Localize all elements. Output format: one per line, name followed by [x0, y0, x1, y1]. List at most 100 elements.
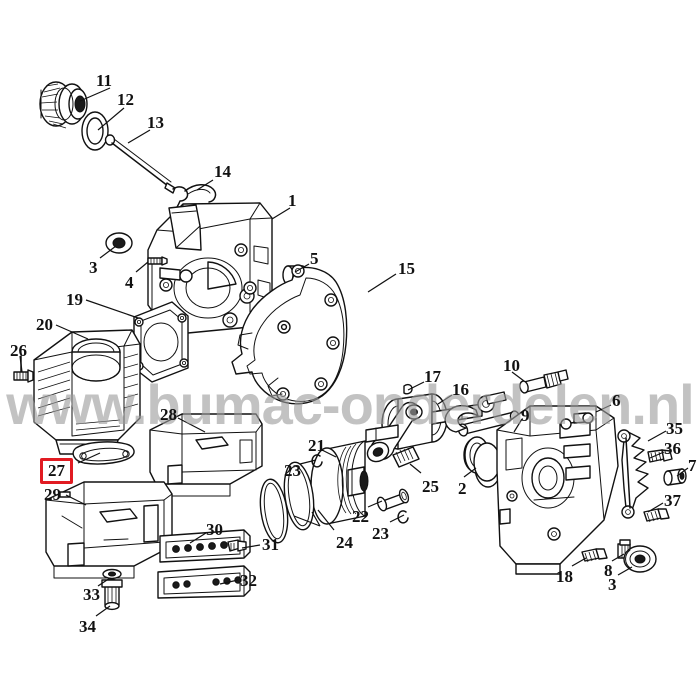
leader-lines — [19, 87, 689, 617]
part-35-chain-catcher — [617, 429, 649, 519]
part-7-spacer — [663, 468, 687, 486]
part-23-circlip-a — [311, 454, 323, 468]
callout-8: 8 — [604, 561, 613, 580]
callout-6: 6 — [612, 391, 621, 410]
callout-13: 13 — [147, 113, 164, 132]
callout-28: 28 — [160, 405, 177, 424]
part-1-crankcase-housing — [147, 202, 273, 334]
leader-line-2 — [463, 467, 477, 478]
callout-20: 20 — [36, 315, 53, 334]
part-31-screw — [227, 539, 247, 552]
part-16-crankshaft — [365, 393, 483, 463]
leader-line-13 — [127, 129, 151, 144]
callout-29: 29 — [44, 485, 61, 504]
leader-line-34 — [95, 605, 111, 617]
oil-pump-bracket — [444, 391, 507, 433]
leader-line-31 — [241, 544, 261, 549]
callout-2: 2 — [458, 479, 467, 498]
part-32-baffle-lower — [157, 565, 251, 599]
leader-line-33 — [97, 577, 111, 587]
leader-line-5 — [294, 263, 310, 273]
callout-3: 3 — [89, 258, 98, 277]
part-37-screw — [643, 508, 670, 523]
leader-line-12 — [97, 107, 125, 131]
leader-line-9 — [513, 418, 523, 433]
leader-line-3 — [617, 566, 633, 576]
part-18-bolt — [581, 548, 608, 563]
part-20-cylinder — [33, 329, 141, 455]
part-22-piston-pin — [376, 488, 410, 512]
callout-36: 36 — [664, 439, 681, 458]
callout-7: 7 — [688, 456, 697, 475]
part-25-needle-bearing — [392, 446, 420, 468]
leader-line-7 — [676, 467, 689, 477]
leader-line-4 — [135, 261, 149, 273]
callout-14: 14 — [214, 162, 231, 181]
part-34-bolt — [101, 578, 123, 611]
leader-line-26 — [19, 355, 23, 373]
callout-19: 19 — [66, 290, 83, 309]
callout-15: 15 — [398, 259, 415, 278]
part-29-muffler-front — [45, 481, 173, 579]
leader-line-28 — [177, 417, 206, 433]
part-17-key — [403, 383, 413, 395]
part-23-circlip-b — [397, 510, 409, 524]
callout-24: 24 — [336, 533, 353, 552]
callout-4: 4 — [125, 273, 134, 292]
leader-line-27 — [77, 452, 101, 464]
callout-34: 34 — [79, 617, 96, 636]
callout-25: 25 — [422, 477, 439, 496]
part-11-sprocket — [39, 81, 88, 129]
part-30-baffle-upper — [159, 529, 251, 563]
leader-line-17 — [407, 381, 425, 391]
leader-line-29 — [65, 494, 87, 506]
leader-line-36 — [649, 451, 665, 459]
callout-11: 11 — [96, 71, 113, 90]
leader-line-11 — [79, 87, 111, 102]
part-3-oil-seal-lower — [623, 545, 657, 573]
leader-line-22 — [367, 500, 383, 508]
callout-23: 23 — [284, 461, 301, 480]
leader-line-30 — [189, 532, 207, 544]
part-10-fitting — [519, 369, 569, 394]
part-2-bearing-outer — [473, 442, 501, 482]
part-12-washer — [81, 111, 109, 151]
callout-1: 1 — [288, 191, 297, 210]
leader-line-18 — [571, 557, 587, 567]
leader-line-24 — [317, 509, 335, 531]
leader-line-32 — [219, 579, 239, 585]
leader-line-21 — [321, 449, 337, 458]
leader-line-10 — [511, 371, 525, 382]
callout-31: 31 — [262, 535, 279, 554]
leader-line-25 — [409, 463, 422, 474]
callout-23: 23 — [372, 524, 389, 543]
leader-line-15 — [367, 273, 397, 293]
callout-17: 17 — [424, 367, 441, 386]
part-24-piston-rings — [259, 461, 321, 544]
leader-line-35 — [647, 430, 667, 442]
callout-18: 18 — [556, 567, 573, 586]
part-15-gasket — [231, 264, 348, 405]
leader-line-20 — [55, 324, 89, 340]
part-19-cylinder-gasket — [133, 301, 189, 383]
part-4-screw — [147, 256, 168, 266]
leader-line-14 — [196, 179, 214, 191]
callout-30: 30 — [206, 520, 223, 539]
part-6-crankcase-right — [496, 405, 619, 575]
callout-10: 10 — [503, 356, 520, 375]
callout-26: 26 — [10, 341, 27, 360]
callout-35: 35 — [666, 419, 683, 438]
part-13-rod — [104, 134, 176, 194]
callout-32: 32 — [240, 571, 257, 590]
callout-33: 33 — [83, 585, 100, 604]
callout-3: 3 — [608, 575, 617, 594]
part-28-muffler-rear — [149, 413, 263, 497]
leader-line-37 — [647, 502, 664, 513]
part-33-washer — [102, 568, 122, 580]
callout-37: 37 — [664, 491, 681, 510]
callout-9: 9 — [521, 406, 530, 425]
leader-line-23 — [299, 459, 317, 465]
leader-line-1 — [271, 207, 291, 220]
